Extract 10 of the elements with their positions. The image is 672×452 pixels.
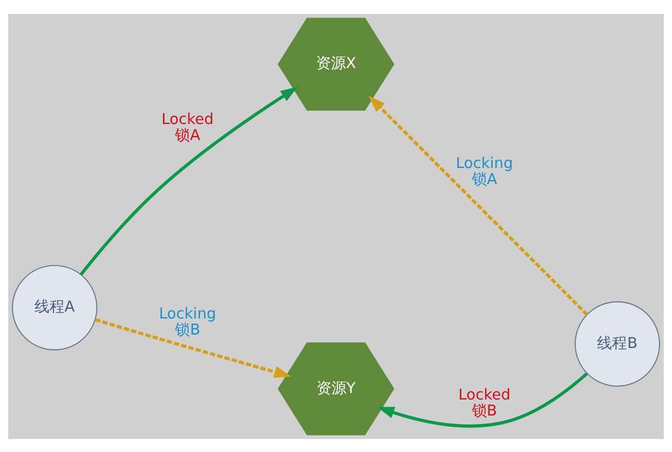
arrow [377, 372, 588, 428]
arrow [94, 318, 292, 378]
node-circle: 线程A [12, 264, 98, 350]
arrow [80, 86, 298, 276]
node-circle: 线程B [574, 300, 660, 386]
edge-label: Locked 锁B [458, 385, 511, 420]
arrow [368, 95, 588, 316]
edge-label: Locking 锁B [158, 304, 216, 338]
edge-label: Locked 锁A [161, 110, 214, 144]
edge-label: Locking 锁A [456, 153, 514, 188]
